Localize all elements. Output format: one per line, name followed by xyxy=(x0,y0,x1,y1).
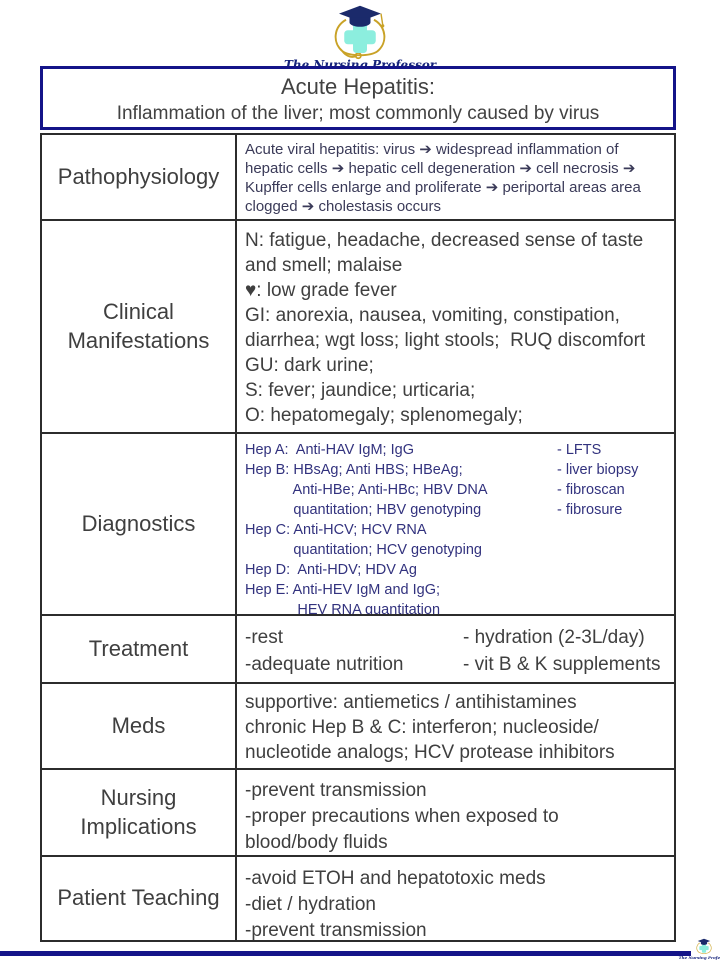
diagnostics-line: Hep E: Anti-HEV IgM and IgG; xyxy=(245,582,441,598)
teaching-line: -prevent transmission xyxy=(245,920,427,940)
diagnostics-line: Hep C: Anti-HCV; HCV RNA xyxy=(245,522,427,538)
nursing-line: -proper precautions when exposed to xyxy=(245,806,559,827)
treatment-line: - hydration (2-3L/day) xyxy=(463,627,645,648)
nursing-line: blood/body fluids xyxy=(245,832,388,853)
diagnostics-content: Hep A: Anti-HAV IgM; IgG Hep B: HBsAg; An… xyxy=(237,434,674,614)
page-subtitle: Inflammation of the liver; most commonly… xyxy=(116,103,600,124)
treatment-line: - vit B & K supplements xyxy=(463,654,661,675)
patient-teaching-content: -avoid ETOH and hepatotoxic meds -diet / … xyxy=(237,857,674,940)
diagnostics-test-line: - fibrosure xyxy=(557,502,623,518)
diagnostics-line: Anti-HBe; Anti-HBc; HBV DNA xyxy=(245,482,488,498)
clinical-manifestations-content: N: fatigue, headache, decreased sense of… xyxy=(237,221,674,432)
nursing-implications-content: -prevent transmission -proper precautions… xyxy=(237,770,674,855)
page-title: Acute Hepatitis: xyxy=(280,74,436,99)
treatment-left-list: -rest -adequate nutrition xyxy=(245,624,463,678)
row-meds: Meds supportive: antiemetics / antihista… xyxy=(42,682,674,768)
row-label-nursing-implications: Nursing Implications xyxy=(42,770,237,855)
row-treatment: Treatment -rest -adequate nutrition - hyd… xyxy=(42,614,674,682)
teaching-line: -avoid ETOH and hepatotoxic meds xyxy=(245,868,546,889)
treatment-right-list: - hydration (2-3L/day) - vit B & K supple… xyxy=(463,624,660,678)
pathophysiology-line: hepatic cells ➔ hepatic cell degeneratio… xyxy=(245,160,636,177)
clinical-line: and smell; malaise xyxy=(245,255,403,276)
nursing-professor-logo-icon xyxy=(334,5,386,60)
diagnostics-line: Hep A: Anti-HAV IgM; IgG xyxy=(245,442,414,458)
diagnostics-line: HEV RNA quantitation xyxy=(245,602,441,614)
clinical-line: diarrhea; wgt loss; light stools; RUQ di… xyxy=(245,330,646,351)
footer-brand-name: The Nursing Professor xyxy=(678,955,720,960)
teaching-line: -diet / hydration xyxy=(245,894,376,915)
diagnostics-line: quantitation; HCV genotyping xyxy=(245,542,482,558)
diagnostics-other-tests-list: - LFTS - liver biopsy - fibroscan - fibrosu… xyxy=(557,440,638,614)
row-label-pathophysiology: Pathophysiology xyxy=(42,135,237,219)
diagnostics-test-line: - liver biopsy xyxy=(557,462,639,478)
row-label-treatment: Treatment xyxy=(42,616,237,682)
diagnostics-hep-panel-list: Hep A: Anti-HAV IgM; IgG Hep B: HBsAg; An… xyxy=(245,440,557,614)
row-label-diagnostics: Diagnostics xyxy=(42,434,237,614)
pathophysiology-line: Kupffer cells enlarge and proliferate ➔ … xyxy=(245,179,641,196)
diagnostics-test-line: - LFTS xyxy=(557,442,602,458)
clinical-line: O: hepatomegaly; splenomegaly; xyxy=(245,405,523,426)
meds-line: supportive: antiemetics / antihistamines xyxy=(245,692,577,713)
row-clinical-manifestations: Clinical Manifestations N: fatigue, head… xyxy=(42,219,674,432)
clinical-line: ♥: low grade fever xyxy=(245,280,397,301)
row-patient-teaching: Patient Teaching -avoid ETOH and hepatot… xyxy=(42,855,674,940)
row-nursing-implications: Nursing Implications -prevent transmissi… xyxy=(42,768,674,855)
diagnostics-test-line: - fibroscan xyxy=(557,482,625,498)
row-label-meds: Meds xyxy=(42,684,237,768)
row-label-patient-teaching: Patient Teaching xyxy=(42,857,237,940)
nursing-line: -prevent transmission xyxy=(245,780,427,801)
meds-content: supportive: antiemetics / antihistamines… xyxy=(237,684,674,768)
footer-rule xyxy=(0,951,691,956)
diagnostics-line: quantitation; HBV genotyping xyxy=(245,502,482,518)
nursing-professor-logo-icon xyxy=(696,938,712,954)
pathophysiology-line: Acute viral hepatitis: virus ➔ widesprea… xyxy=(245,141,619,158)
title-box: Acute Hepatitis: Inflammation of the liv… xyxy=(40,66,676,130)
row-pathophysiology: Pathophysiology Acute viral hepatitis: v… xyxy=(42,135,674,219)
brand-logo: The Nursing Professor xyxy=(0,4,720,74)
footer-brand-logo: The Nursing Professor xyxy=(679,938,720,960)
hepatitis-table: Pathophysiology Acute viral hepatitis: v… xyxy=(40,133,676,942)
row-label-clinical-manifestations: Clinical Manifestations xyxy=(42,221,237,432)
clinical-line: N: fatigue, headache, decreased sense of… xyxy=(245,230,644,251)
clinical-line: GI: anorexia, nausea, vomiting, constipa… xyxy=(245,305,620,326)
meds-line: nucleotide analogs; HCV protease inhibit… xyxy=(245,742,615,763)
treatment-content: -rest -adequate nutrition - hydration (2-… xyxy=(237,616,674,682)
diagnostics-line: Hep D: Anti-HDV; HDV Ag xyxy=(245,562,417,578)
clinical-line: GU: dark urine; xyxy=(245,355,374,376)
diagnostics-line: Hep B: HBsAg; Anti HBS; HBeAg; xyxy=(245,462,463,478)
pathophysiology-line: clogged ➔ cholestasis occurs xyxy=(245,198,441,215)
treatment-line: -rest xyxy=(245,627,283,648)
meds-line: chronic Hep B & C: interferon; nucleosid… xyxy=(245,717,599,738)
clinical-line: S: fever; jaundice; urticaria; xyxy=(245,380,476,401)
pathophysiology-content: Acute viral hepatitis: virus ➔ widesprea… xyxy=(237,135,674,219)
treatment-line: -adequate nutrition xyxy=(245,654,404,675)
